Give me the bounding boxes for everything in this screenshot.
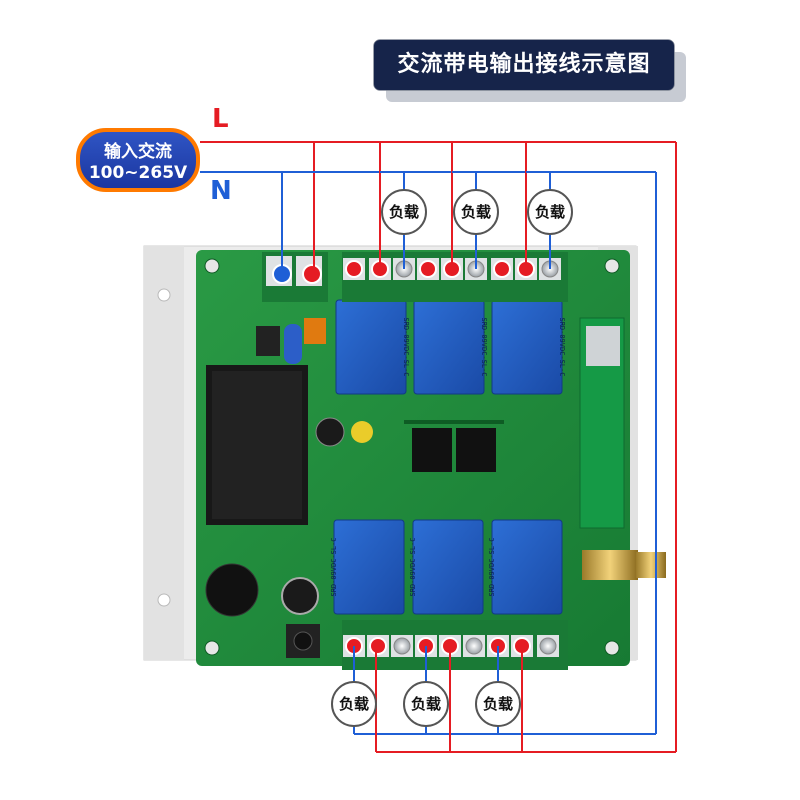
relay-model-text: SRD-09VDC-SL-C [409, 537, 417, 596]
bottom-screw-9 [539, 637, 557, 655]
wires [200, 141, 677, 753]
loads: 负载负载负载负载负载负载 [331, 189, 573, 727]
relay-body [333, 519, 405, 615]
relay-body [491, 519, 563, 615]
rf-module [579, 317, 625, 529]
load-label: 负载 [411, 695, 441, 713]
load-label: 负载 [339, 695, 369, 713]
top-wire-dot-7 [493, 260, 511, 278]
relay-4: SRD-09VDC-SL-C [330, 519, 405, 615]
relay-5: SRD-09VDC-SL-C [409, 519, 484, 615]
relay-1: SRD-09VDC-SL-C [335, 299, 410, 395]
load-label: 负载 [461, 203, 491, 221]
input-ac-badge: 输入交流 100~265V [76, 128, 200, 192]
relay-model-text: SRD-09VDC-SL-C [402, 317, 410, 376]
input-label: 输入交流 [104, 142, 172, 162]
relay-model-text: SRD-09VDC-SL-C [480, 317, 488, 376]
relay-6: SRD-09VDC-SL-C [488, 519, 563, 615]
top-wire-dot-1 [345, 260, 363, 278]
load-circle [475, 681, 521, 727]
live-line-label: L [212, 104, 229, 134]
load-circle [331, 681, 377, 727]
relay-model-text: SRD-09VDC-SL-C [488, 537, 496, 596]
neutral-line-label: N [210, 176, 232, 206]
relay-model-text: SRD-09VDC-SL-C [558, 317, 566, 376]
load-label: 负载 [535, 203, 565, 221]
load-circle [527, 189, 573, 235]
relay-body [335, 299, 407, 395]
title-text: 交流带电输出接线示意图 [397, 52, 651, 77]
relay-body [491, 299, 563, 395]
pcb-components [205, 318, 504, 658]
title-banner: 交流带电输出接线示意图 [374, 40, 686, 102]
load-bottom-1: 负载 [331, 681, 377, 727]
relay-model-text: SRD-09VDC-SL-C [330, 537, 338, 596]
bottom-wire-dot-2 [369, 637, 387, 655]
bottom-screw-6 [465, 637, 483, 655]
input-voltage: 100~265V [88, 163, 188, 183]
load-label: 负载 [389, 203, 419, 221]
relays: SRD-09VDC-SL-C SRD-09VDC-SL-C SRD-09VDC-SL… [330, 299, 566, 615]
load-top-2: 负载 [453, 189, 499, 235]
relay-body [413, 299, 485, 395]
load-circle [381, 189, 427, 235]
top-wire-dot-4 [419, 260, 437, 278]
input-terminal-block [262, 252, 328, 302]
antenna [582, 550, 666, 580]
load-circle [453, 189, 499, 235]
title-box [374, 40, 674, 90]
relay-2: SRD-09VDC-SL-C [413, 299, 488, 395]
relay-body [412, 519, 484, 615]
power-module [206, 365, 308, 525]
load-bottom-3: 负载 [475, 681, 521, 727]
load-label: 负载 [483, 695, 513, 713]
relay-3: SRD-09VDC-SL-C [491, 299, 566, 395]
load-top-3: 负载 [527, 189, 573, 235]
load-circle [403, 681, 449, 727]
load-top-1: 负载 [381, 189, 427, 235]
bottom-screw-3 [393, 637, 411, 655]
load-bottom-2: 负载 [403, 681, 449, 727]
